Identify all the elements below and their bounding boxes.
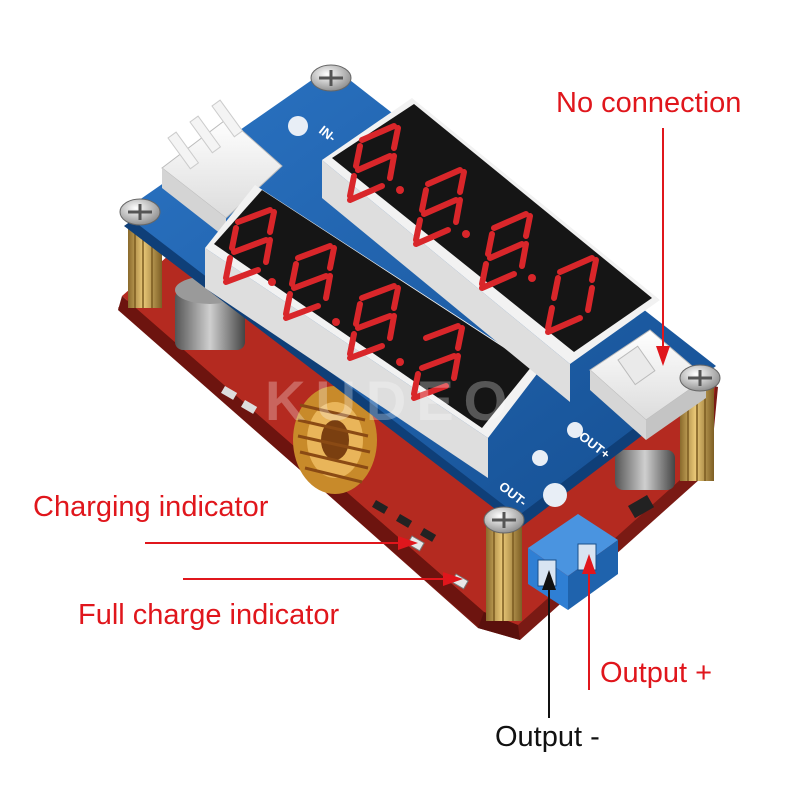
output-minus-label: Output - — [495, 721, 600, 753]
callout-lines — [145, 128, 670, 718]
right-capacitor — [615, 450, 675, 490]
charging-arrowhead — [398, 536, 418, 550]
output-plus-label: Output + — [600, 657, 713, 689]
full-charge-arrowhead — [443, 572, 463, 586]
display-current — [205, 185, 540, 478]
screw-back — [310, 64, 352, 92]
display-voltage-digits — [347, 123, 599, 335]
no-connection-arrowhead — [656, 346, 670, 366]
no-connection-label: No connection — [556, 87, 742, 119]
watermark: KUDEO — [265, 369, 517, 432]
output-minus-arrowhead — [542, 570, 556, 590]
standoff-front — [486, 525, 522, 621]
output-plus-arrowhead — [582, 554, 596, 574]
output-terminal-block — [528, 514, 618, 610]
screw-front — [483, 506, 525, 534]
full-charge-indicator-label: Full charge indicator — [78, 599, 340, 631]
toroid-inductor — [293, 386, 377, 494]
screw-left — [119, 198, 161, 226]
display-current-digits — [223, 207, 465, 401]
charging-indicator-label: Charging indicator — [33, 491, 269, 523]
display-voltage — [322, 98, 660, 402]
screw-right — [679, 364, 721, 392]
no-connection-connector — [589, 329, 707, 440]
